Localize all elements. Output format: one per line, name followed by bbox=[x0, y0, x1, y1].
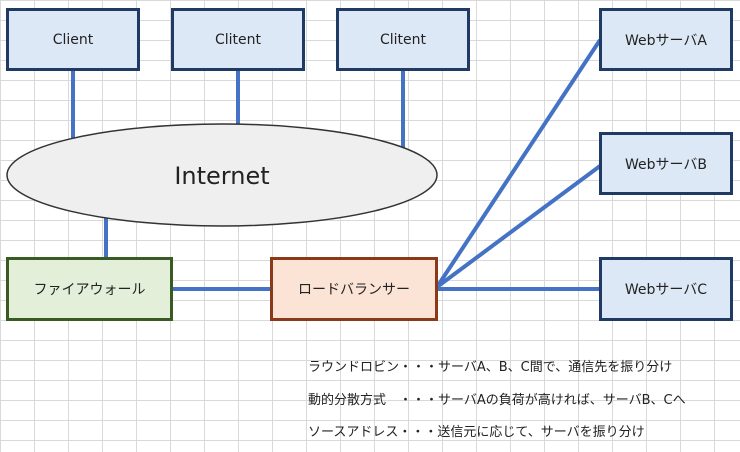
web-server-a-label: WebサーバA bbox=[625, 32, 707, 49]
loadbalancer-server-b-link bbox=[435, 164, 602, 289]
client-label-3: Clitent bbox=[379, 31, 427, 48]
client-label-2: Clitent bbox=[214, 31, 262, 48]
load-balancer-box: ロードバランサー bbox=[270, 257, 438, 321]
web-server-a-box: WebサーバA bbox=[599, 8, 733, 71]
internet-cloud bbox=[6, 123, 438, 227]
client-box-1: Client bbox=[6, 8, 140, 71]
client-box-2: Clitent bbox=[171, 8, 305, 71]
note-source-address: ソースアドレス・・・送信元に応じて、サーバを振り分け bbox=[308, 425, 645, 440]
web-server-b-box: WebサーバB bbox=[599, 132, 733, 195]
client-label-1: Client bbox=[52, 31, 94, 48]
note-round-robin: ラウンドロビン・・・サーバA、B、C間で、通信先を振り分け bbox=[308, 360, 673, 375]
note-dynamic-distribution: 動的分散方式 ・・・サーバAの負荷が高ければ、サーバB、Cへ bbox=[308, 393, 686, 408]
web-server-b-label: WebサーバB bbox=[625, 156, 707, 173]
firewall-box: ファイアウォール bbox=[6, 257, 173, 321]
web-server-c-box: WebサーバC bbox=[599, 257, 733, 321]
firewall-label: ファイアウォール bbox=[33, 282, 146, 298]
client-box-3: Clitent bbox=[336, 8, 470, 71]
loadbalancer-server-a-link bbox=[435, 38, 602, 289]
load-balancer-label: ロードバランサー bbox=[298, 282, 410, 298]
web-server-c-label: WebサーバC bbox=[624, 282, 708, 298]
internet-label: Internet bbox=[174, 162, 270, 190]
